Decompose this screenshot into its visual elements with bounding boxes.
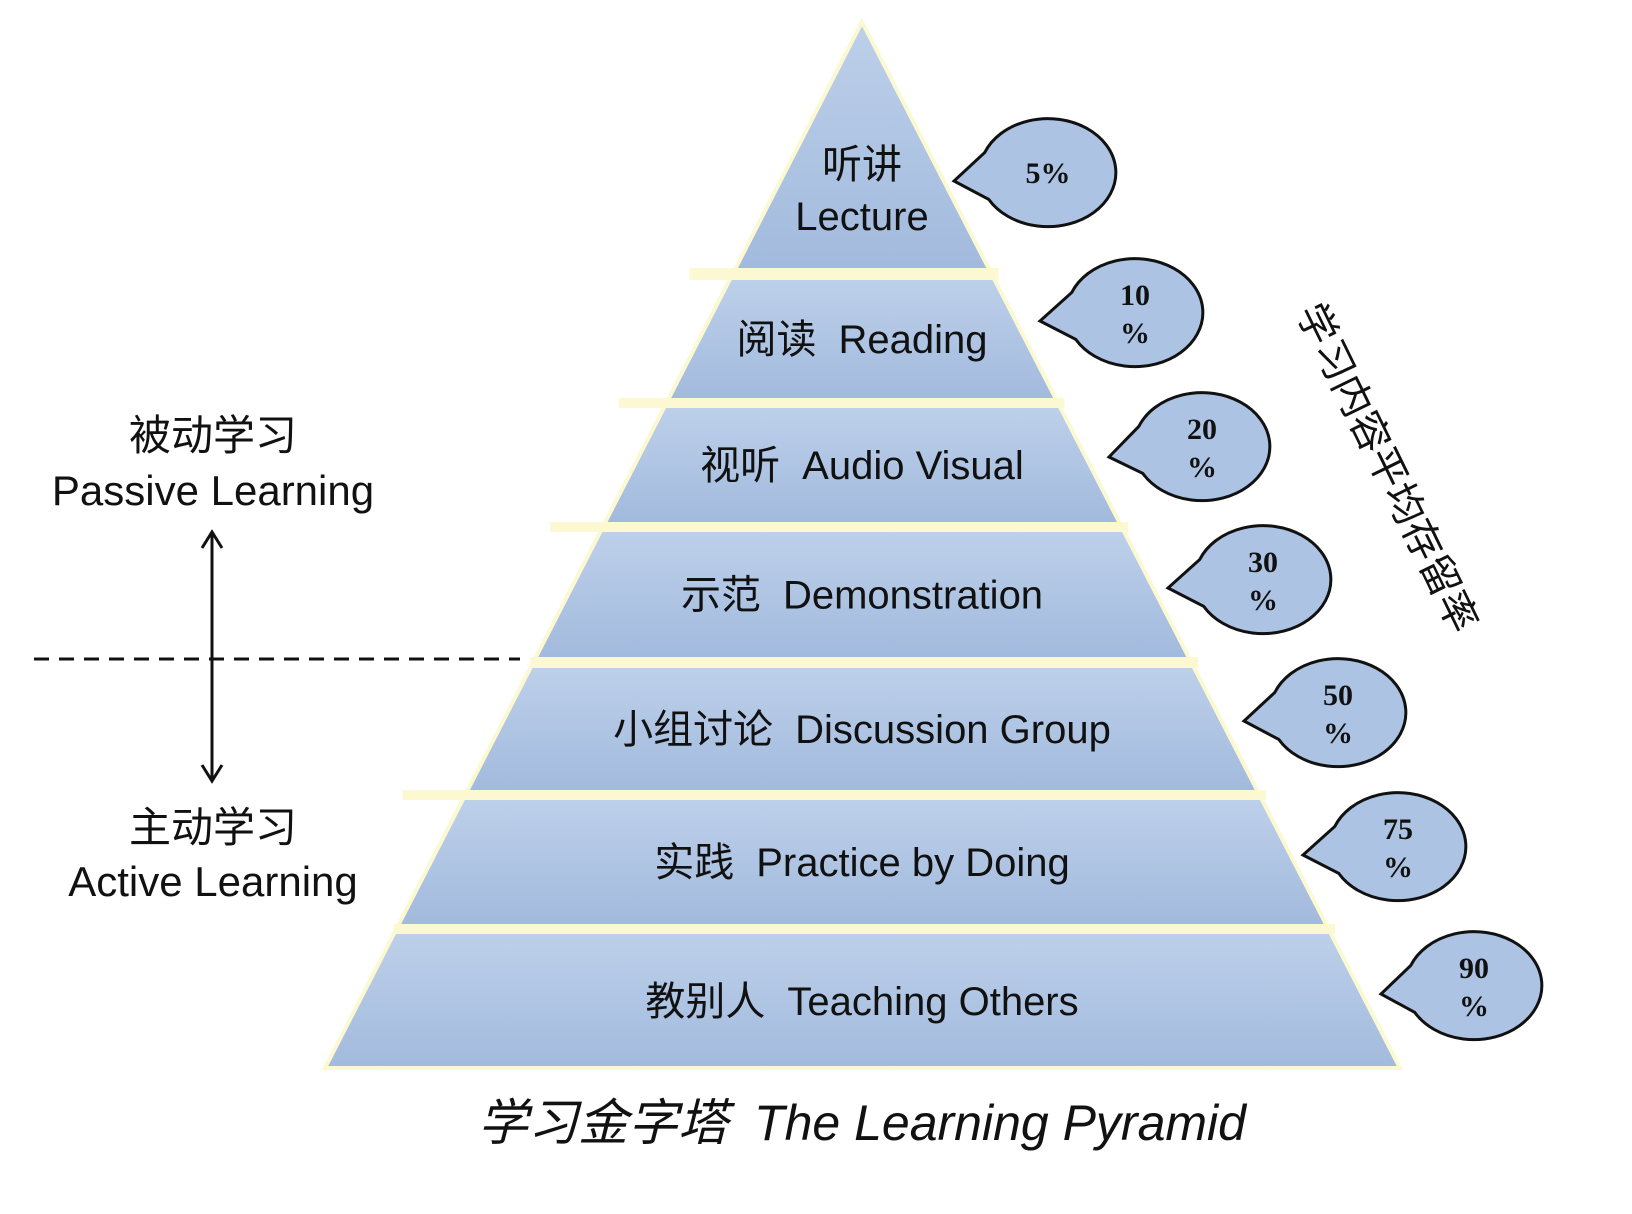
layer-label-zh: 阅读 — [736, 318, 816, 362]
layer-label: 视听 Audio Visual — [700, 444, 1024, 488]
percent-sign: % — [1187, 451, 1217, 484]
passive-label-en: Passive Learning — [52, 467, 374, 514]
diagram-title: 学习金字塔 The Learning Pyramid — [478, 1095, 1248, 1151]
separator-band — [402, 790, 1267, 800]
retention-bubble: 75% — [1300, 791, 1468, 903]
layer-label: 教别人 Teaching Others — [645, 980, 1078, 1024]
speech-bubble-icon — [1241, 657, 1408, 769]
percent-sign: % — [1459, 990, 1489, 1023]
pyramid-layer-6 — [398, 800, 1326, 924]
retention-bubble: 20% — [1106, 391, 1272, 503]
speech-bubble-icon — [1378, 930, 1544, 1042]
separator-band — [550, 522, 1129, 532]
passive-label-zh: 被动学习 — [129, 412, 297, 459]
active-learning-label: 主动学习 Active Learning — [68, 804, 358, 905]
layer-label-en: Audio Visual — [802, 444, 1024, 488]
double-arrow-icon — [200, 529, 224, 784]
retention-value: 30 — [1248, 546, 1278, 579]
retention-bubble: 30% — [1165, 524, 1333, 636]
percent-sign: % — [1383, 851, 1413, 884]
layer-label-en: Teaching Others — [787, 980, 1078, 1024]
pyramid — [321, 17, 1404, 1070]
retention-value: 20 — [1187, 413, 1217, 446]
speech-bubble-icon — [1106, 391, 1272, 503]
speech-bubble-icon — [951, 117, 1118, 229]
layer-label-zh: 视听 — [700, 444, 780, 488]
percent-sign: % — [1120, 317, 1150, 350]
layer-label: 示范 Demonstration — [681, 574, 1043, 618]
speech-bubble-icon — [1300, 791, 1468, 903]
layer-label-zh: 小组讨论 — [613, 708, 773, 752]
passive-learning-label: 被动学习 Passive Learning — [52, 412, 374, 514]
percent-sign: % — [1248, 584, 1278, 617]
retention-value: 10 — [1120, 279, 1150, 312]
retention-value: 90 — [1459, 952, 1489, 985]
pyramid-layer-2 — [668, 280, 1056, 398]
retention-bubbles: 5%10%20%30%50%75%90% — [951, 117, 1544, 1042]
layer-label-zh: 实践 — [654, 841, 734, 885]
separator-band — [618, 398, 1065, 408]
pyramid-outline — [321, 17, 1404, 1070]
retention-value: 5% — [1026, 157, 1071, 190]
pyramid-layer-1 — [735, 22, 989, 268]
layer-label-en: Lecture — [795, 195, 928, 239]
retention-bubble: 50% — [1241, 657, 1408, 769]
pyramid-layer-3 — [605, 408, 1120, 522]
title-zh: 学习金字塔 — [478, 1095, 736, 1151]
active-label-en: Active Learning — [68, 858, 358, 905]
active-label-zh: 主动学习 — [129, 804, 297, 851]
layer-label-en: Reading — [838, 318, 987, 362]
speech-bubble-icon — [1165, 524, 1333, 636]
layer-label: 实践 Practice by Doing — [654, 841, 1069, 885]
separator-band — [530, 657, 1199, 668]
layer-label: 阅读 Reading — [736, 318, 987, 362]
layer-label: 小组讨论 Discussion Group — [613, 708, 1111, 752]
speech-bubble-icon — [1037, 257, 1205, 369]
separator-band — [689, 268, 999, 280]
retention-value: 50 — [1323, 679, 1353, 712]
pyramid-layer-4 — [536, 532, 1189, 657]
pyramid-layer-5 — [467, 668, 1258, 790]
layer-label-zh: 示范 — [681, 574, 761, 618]
retention-bubble: 90% — [1378, 930, 1544, 1042]
layer-label-en: Demonstration — [783, 574, 1043, 618]
pyramid-layer-7 — [325, 934, 1400, 1068]
retention-value: 75 — [1383, 813, 1413, 846]
layer-labels: 听讲 Lecture 阅读 Reading 视听 Audio Visual 示范 Demons… — [613, 143, 1111, 1024]
separator-band — [393, 924, 1336, 934]
percent-sign: % — [1323, 717, 1353, 750]
layer-label-zh: 教别人 — [645, 980, 765, 1024]
layer-label-zh: 听讲 — [822, 143, 902, 187]
retention-bubble: 10% — [1037, 257, 1205, 369]
title-en: The Learning Pyramid — [754, 1095, 1248, 1151]
layer-separators — [393, 268, 1336, 934]
layer-label-en: Practice by Doing — [756, 841, 1069, 885]
retention-bubble: 5% — [951, 117, 1118, 229]
layer-label-en: Discussion Group — [795, 708, 1111, 752]
